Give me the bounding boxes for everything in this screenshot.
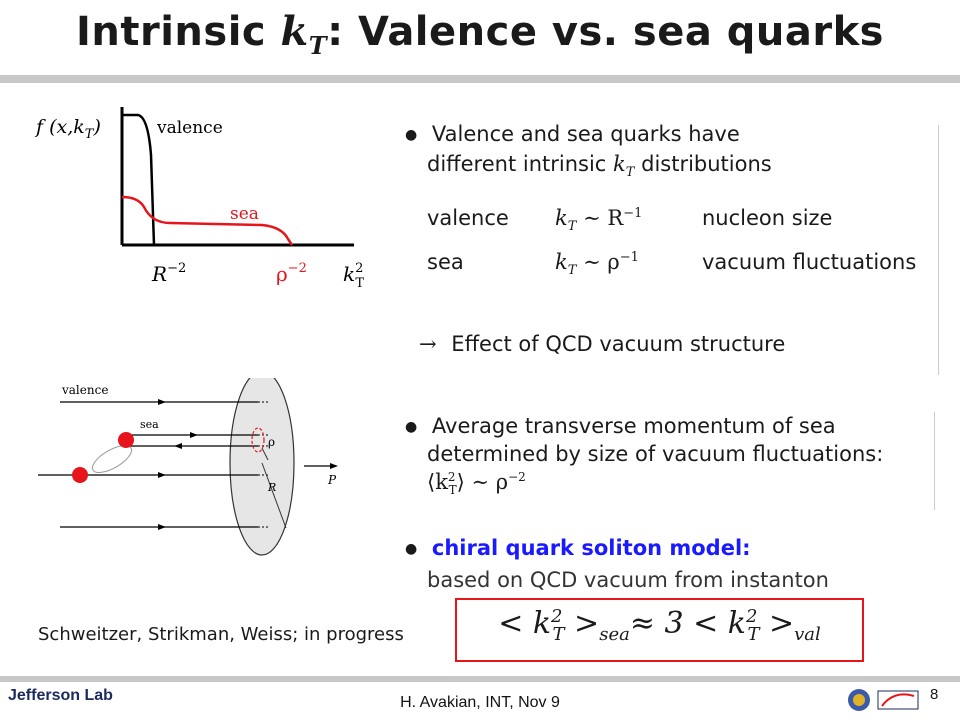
title-math-sub: T	[308, 31, 328, 60]
valence-curve	[122, 113, 156, 246]
bullet-dot: ●	[405, 541, 418, 557]
slide-title: Intrinsic kT: Valence vs. sea quarks	[0, 8, 960, 60]
bullet-2-line2: determined by size of vacuum fluctuation…	[427, 442, 884, 466]
jefferson-lab-logo: Jefferson Lab	[8, 687, 113, 704]
sea-quark-dot-2	[72, 467, 88, 483]
footer-rule	[0, 676, 960, 682]
bullet-3-line1: ● chiral quark soliton model:	[405, 536, 751, 560]
bullet-1-line1: ● Valence and sea quarks have	[405, 122, 740, 146]
tick-rho: ρ−2	[276, 261, 307, 286]
reference-text: Schweitzer, Strikman, Weiss; in progress	[38, 624, 404, 645]
sea-label: sea	[230, 204, 259, 224]
lab-logos-icon	[848, 689, 919, 711]
row-valence: valence kT ∼ R−1 nucleon size	[427, 206, 833, 235]
rho-line	[261, 447, 269, 461]
bullet-2-line1: ● Average transverse momentum of sea	[405, 414, 836, 438]
row-valence-math: kT ∼ R−1	[555, 206, 643, 235]
title-rule	[0, 75, 960, 83]
bullet-2-line3: ⟨k2T⟩ ∼ ρ−2	[427, 470, 526, 498]
valence-label: valence	[156, 118, 223, 138]
formula-text: < k2T >sea≈ 3 < k2T >val	[498, 606, 821, 645]
diagram-R-label: R	[267, 481, 276, 494]
radius-line	[261, 462, 287, 529]
diagram-rho-label: ρ	[268, 435, 275, 449]
y-axis-label: f (x,kT)	[34, 116, 101, 142]
diagram-sea-label: sea	[140, 418, 159, 431]
title-text: Intrinsic	[75, 9, 281, 55]
sea-quark-dot-1	[118, 432, 134, 448]
title-math: k	[280, 8, 309, 55]
gluon-loop	[91, 445, 133, 473]
title-rest: : Valence vs. sea quarks	[327, 9, 884, 55]
diagram-valence-label: valence	[61, 383, 108, 397]
divider-1	[938, 125, 939, 375]
tick-R: R−2	[151, 261, 186, 286]
divider-2	[934, 412, 935, 510]
bullet-3-line2: based on QCD vacuum from instanton	[427, 568, 829, 592]
nucleon-ellipse	[229, 378, 295, 556]
sea-curve	[121, 195, 294, 246]
quark-diagram: valence sea ρ R P	[38, 378, 338, 556]
vacuum-fluctuation	[251, 427, 265, 453]
bullet-1-line2: different intrinsic kT distributions	[427, 152, 772, 181]
row-sea-math: kT ∼ ρ−1	[555, 250, 639, 279]
formula-box: < k2T >sea≈ 3 < k2T >val	[455, 598, 864, 662]
row-sea: sea kT ∼ ρ−1 vacuum fluctuations	[427, 250, 917, 279]
footer-author: H. Avakian, INT, Nov 9	[400, 694, 560, 711]
effect-line: → Effect of QCD vacuum structure	[419, 332, 786, 356]
bullet-dot: ●	[405, 127, 418, 143]
bullet-dot: ●	[405, 419, 418, 435]
diagram-P-label: P	[327, 473, 337, 487]
page-number: 8	[930, 686, 939, 703]
